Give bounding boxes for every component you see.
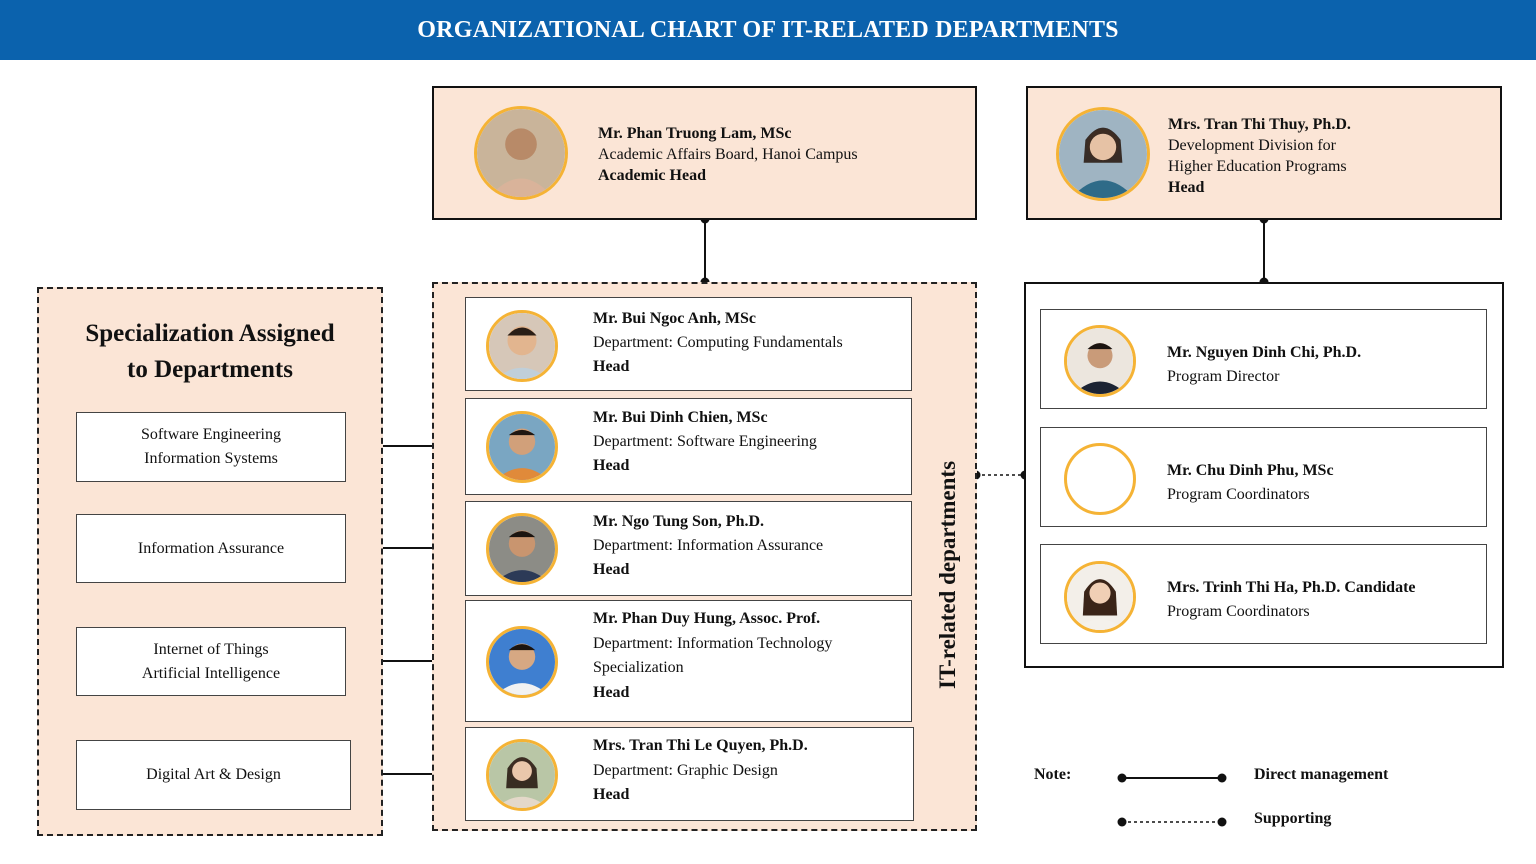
- person-department: Department: Information Technology: [593, 634, 833, 652]
- avatar: [1064, 561, 1136, 633]
- specialization-item: Digital Art & Design: [76, 740, 351, 810]
- person-department: Specialization: [593, 659, 684, 676]
- person-role: Head: [593, 358, 630, 375]
- avatar: [486, 310, 558, 382]
- person-name: Mr. Phan Truong Lam, MSc: [598, 125, 792, 142]
- avatar: [474, 106, 568, 200]
- person-department: Department: Graphic Design: [593, 761, 778, 779]
- legend-supporting-label: Supporting: [1254, 810, 1332, 827]
- department-head-card: Mr. Ngo Tung Son, Ph.D. Department: Info…: [465, 501, 912, 596]
- person-name: Mrs. Tran Thi Le Quyen, Ph.D.: [593, 737, 808, 754]
- department-head-card: Mr. Phan Duy Hung, Assoc. Prof. Departme…: [465, 600, 912, 722]
- person-role: Head: [593, 683, 630, 701]
- person-department: Department: Computing Fundamentals: [593, 334, 843, 351]
- avatar: [486, 626, 558, 698]
- person-role: Program Coordinators: [1167, 603, 1310, 620]
- avatar: [1064, 443, 1136, 515]
- program-member-card: Mr. Nguyen Dinh Chi, Ph.D. Program Direc…: [1040, 309, 1487, 409]
- person-role: Program Coordinators: [1167, 486, 1310, 503]
- person-name: Mr. Nguyen Dinh Chi, Ph.D.: [1167, 344, 1362, 361]
- program-member-card: Mrs. Trinh Thi Ha, Ph.D. Candidate Progr…: [1040, 544, 1487, 644]
- avatar: [1056, 107, 1150, 201]
- academic-head-box: Mr. Phan Truong Lam, MSc Academic Affair…: [432, 86, 977, 220]
- person-role: Head: [593, 457, 630, 474]
- avatar: [486, 739, 558, 811]
- person-role: Academic Head: [598, 167, 706, 184]
- specialization-item: Information Assurance: [76, 514, 346, 583]
- avatar: [1064, 325, 1136, 397]
- person-unit: Development Division for: [1168, 137, 1336, 154]
- person-role: Program Director: [1167, 368, 1280, 385]
- person-name: Mrs. Tran Thi Thuy, Ph.D.: [1168, 116, 1351, 133]
- person-name: Mr. Bui Ngoc Anh, MSc: [593, 310, 756, 327]
- avatar: [486, 513, 558, 585]
- departments-vertical-label: IT-related departments: [935, 460, 961, 690]
- program-member-card: Mr. Chu Dinh Phu, MSc Program Coordinato…: [1040, 427, 1487, 527]
- person-name: Mr. Phan Duy Hung, Assoc. Prof.: [593, 610, 821, 627]
- person-role: Head: [1168, 179, 1205, 196]
- person-name: Mr. Bui Dinh Chien, MSc: [593, 409, 768, 426]
- person-role: Head: [593, 786, 630, 803]
- person-unit: Higher Education Programs: [1168, 158, 1347, 175]
- person-name: Mr. Ngo Tung Son, Ph.D.: [593, 513, 765, 530]
- person-name: Mr. Chu Dinh Phu, MSc: [1167, 462, 1334, 479]
- specialization-title: Specialization Assigned to Departments: [85, 320, 335, 383]
- development-head-box: Mrs. Tran Thi Thuy, Ph.D. Development Di…: [1026, 86, 1502, 220]
- legend-direct-label: Direct management: [1254, 766, 1389, 783]
- person-role: Head: [593, 561, 630, 578]
- page-title: ORGANIZATIONAL CHART OF IT-RELATED DEPAR…: [0, 0, 1536, 60]
- avatar: [486, 411, 558, 483]
- person-department: Department: Software Engineering: [593, 433, 817, 450]
- person-name: Mrs. Trinh Thi Ha, Ph.D. Candidate: [1167, 579, 1416, 596]
- person-department: Department: Information Assurance: [593, 537, 824, 554]
- department-head-card: Mr. Bui Dinh Chien, MSc Department: Soft…: [465, 398, 912, 495]
- department-head-card: Mrs. Tran Thi Le Quyen, Ph.D. Department…: [465, 727, 914, 821]
- department-head-card: Mr. Bui Ngoc Anh, MSc Department: Comput…: [465, 297, 912, 391]
- person-unit: Academic Affairs Board, Hanoi Campus: [598, 146, 858, 163]
- legend-title: Note:: [1034, 766, 1072, 783]
